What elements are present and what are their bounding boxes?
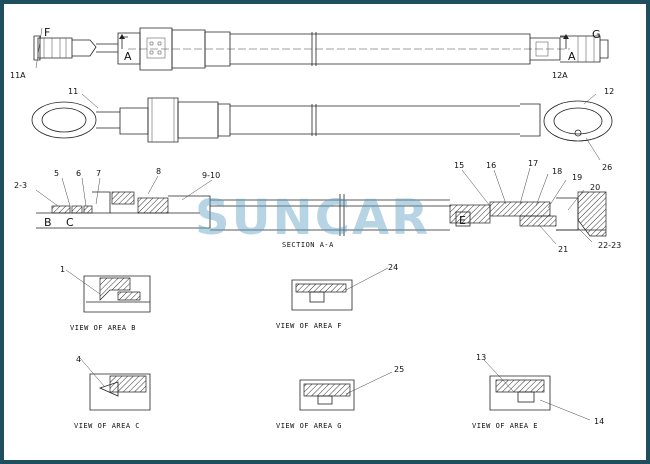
leader-lines [35, 27, 601, 245]
callout-9-10: 9-10 [202, 171, 220, 180]
caption-area-b: VIEW OF AREA B [70, 324, 136, 332]
detail-area-c [79, 357, 151, 411]
area-label-b: B [44, 216, 52, 229]
callout-24: 24 [388, 263, 398, 272]
callout-18: 18 [552, 167, 562, 176]
callout-12: 12 [604, 87, 614, 96]
section-arrow-label-left: A [124, 50, 132, 63]
callout-26: 26 [602, 163, 612, 172]
callout-25: 25 [394, 365, 404, 374]
callout-22-23: 22-23 [598, 241, 621, 250]
callout-8: 8 [156, 167, 161, 176]
cylinder-plan-view [31, 97, 613, 143]
caption-area-g: VIEW OF AREA G [276, 422, 342, 430]
callout-1: 1 [60, 265, 65, 274]
callout-5: 5 [54, 169, 59, 178]
section-arrow-label-right: A [568, 50, 576, 63]
view-label-g: G [592, 28, 601, 41]
caption-area-c: VIEW OF AREA C [74, 422, 140, 430]
callout-11a: 11A [10, 71, 26, 80]
callout-16: 16 [486, 161, 496, 170]
callout-11: 11 [68, 87, 78, 96]
callout-15: 15 [454, 161, 464, 170]
callout-17: 17 [528, 159, 538, 168]
callout-12a: 12A [552, 71, 568, 80]
callout-6: 6 [76, 169, 81, 178]
callout-20: 20 [590, 183, 600, 192]
detail-area-b [65, 269, 151, 313]
detail-area-e [483, 359, 591, 421]
view-label-f: F [44, 26, 50, 39]
area-label-c: C [66, 216, 74, 229]
area-label-e: E [459, 214, 466, 227]
cylinder-top-view [33, 27, 609, 71]
callout-14: 14 [594, 417, 604, 426]
callout-7: 7 [96, 169, 101, 178]
callout-19: 19 [572, 173, 582, 182]
caption-section-a-a: SECTION A-A [282, 241, 334, 249]
caption-area-e: VIEW OF AREA E [472, 422, 538, 430]
detail-area-g [299, 371, 393, 411]
callout-2-3: 2-3 [14, 181, 27, 190]
callout-4: 4 [76, 355, 81, 364]
callout-21: 21 [558, 245, 568, 254]
detail-area-f [291, 267, 389, 311]
caption-area-f: VIEW OF AREA F [276, 322, 342, 330]
callout-13: 13 [476, 353, 486, 362]
section-a-a [36, 191, 607, 237]
watermark-text: SUNCAR [195, 190, 430, 246]
